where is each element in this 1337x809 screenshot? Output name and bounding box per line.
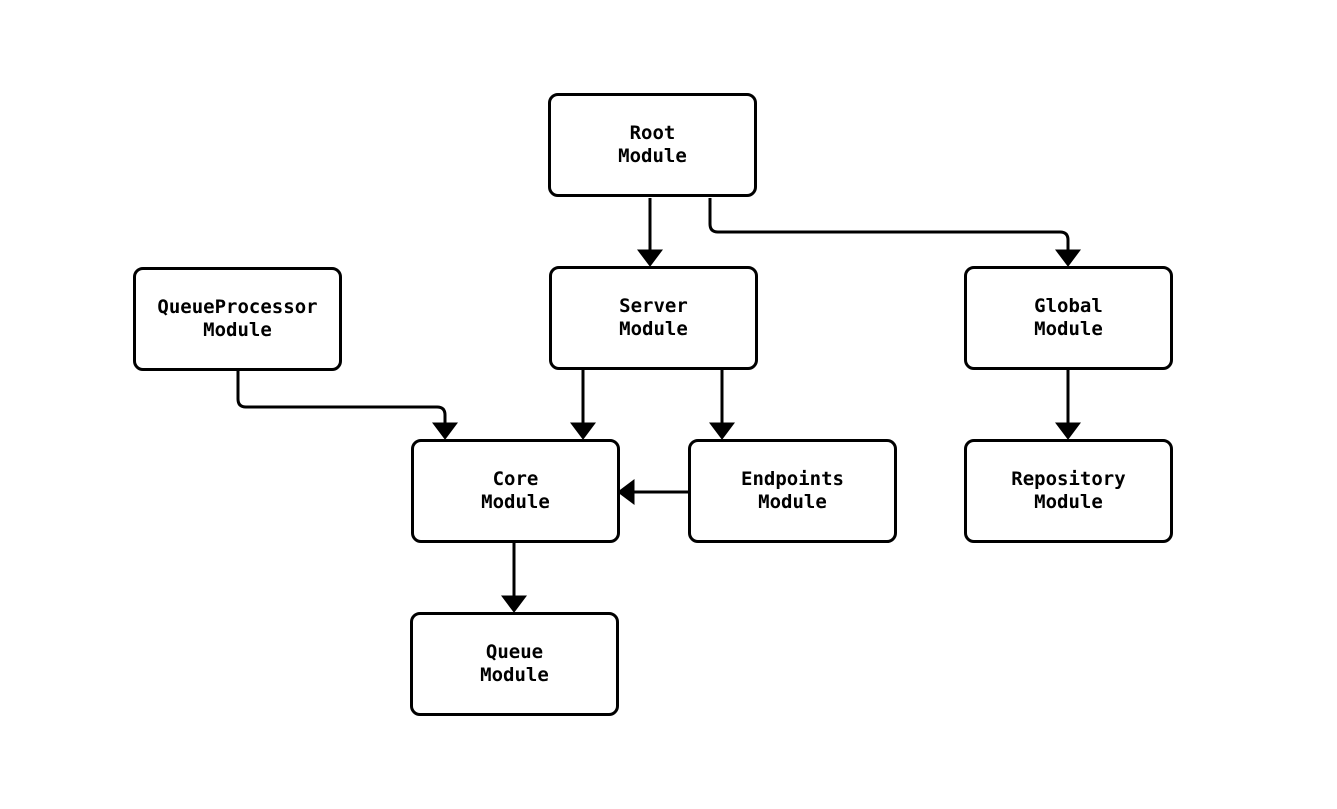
node-core-module: Core Module bbox=[411, 439, 620, 543]
edge-queueprocessor-to-core bbox=[236, 370, 447, 425]
arrowhead-queueprocessor-to-core bbox=[432, 422, 458, 440]
arrowhead-root-to-global bbox=[1055, 249, 1081, 267]
arrowhead-endpoints-to-core bbox=[617, 479, 635, 505]
node-global-module: Global Module bbox=[964, 266, 1173, 370]
arrowhead-core-to-queue bbox=[501, 595, 527, 613]
node-server-module-label: Server Module bbox=[619, 295, 688, 340]
node-queueprocessor-module: QueueProcessor Module bbox=[133, 267, 342, 371]
node-server-module: Server Module bbox=[549, 266, 758, 370]
node-global-module-label: Global Module bbox=[1034, 295, 1103, 340]
node-queueprocessor-module-label: QueueProcessor Module bbox=[157, 296, 318, 341]
edge-root-to-global bbox=[708, 198, 1070, 252]
node-endpoints-module: Endpoints Module bbox=[688, 439, 897, 543]
node-core-module-label: Core Module bbox=[481, 468, 550, 513]
arrowhead-server-to-endpoints bbox=[709, 422, 735, 440]
node-queue-module-label: Queue Module bbox=[480, 641, 549, 686]
arrowhead-server-to-core bbox=[570, 422, 596, 440]
node-endpoints-module-label: Endpoints Module bbox=[741, 468, 844, 513]
node-repository-module: Repository Module bbox=[964, 439, 1173, 543]
node-root-module-label: Root Module bbox=[618, 122, 687, 167]
arrowhead-root-to-server bbox=[637, 249, 663, 267]
node-queue-module: Queue Module bbox=[410, 612, 619, 716]
node-root-module: Root Module bbox=[548, 93, 757, 197]
node-repository-module-label: Repository Module bbox=[1011, 468, 1126, 513]
arrowhead-global-to-repository bbox=[1055, 422, 1081, 440]
